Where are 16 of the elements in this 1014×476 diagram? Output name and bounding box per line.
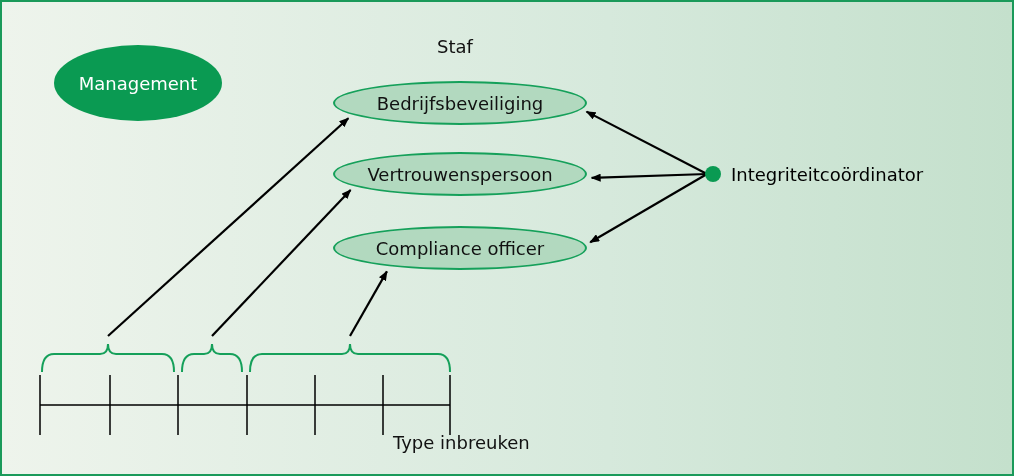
curly-brace	[248, 342, 452, 374]
arrow	[211, 189, 352, 337]
curly-brace	[180, 342, 244, 374]
group-heading: Staf	[437, 36, 473, 57]
axis-title: Type inbreuken	[393, 432, 530, 453]
curly-brace	[40, 342, 176, 374]
arrow	[590, 172, 708, 182]
role-label: Management	[78, 72, 198, 94]
arrow	[107, 117, 350, 337]
role-label: Vertrouwenspersoon	[367, 163, 553, 185]
role-label: Integriteitcoördinator	[731, 163, 924, 185]
arrow	[349, 270, 388, 337]
arrow	[589, 173, 708, 244]
arrow	[585, 110, 708, 175]
role-label: Compliance officer	[375, 237, 545, 259]
role-label: Bedrijfsbeveiliging	[376, 92, 544, 114]
